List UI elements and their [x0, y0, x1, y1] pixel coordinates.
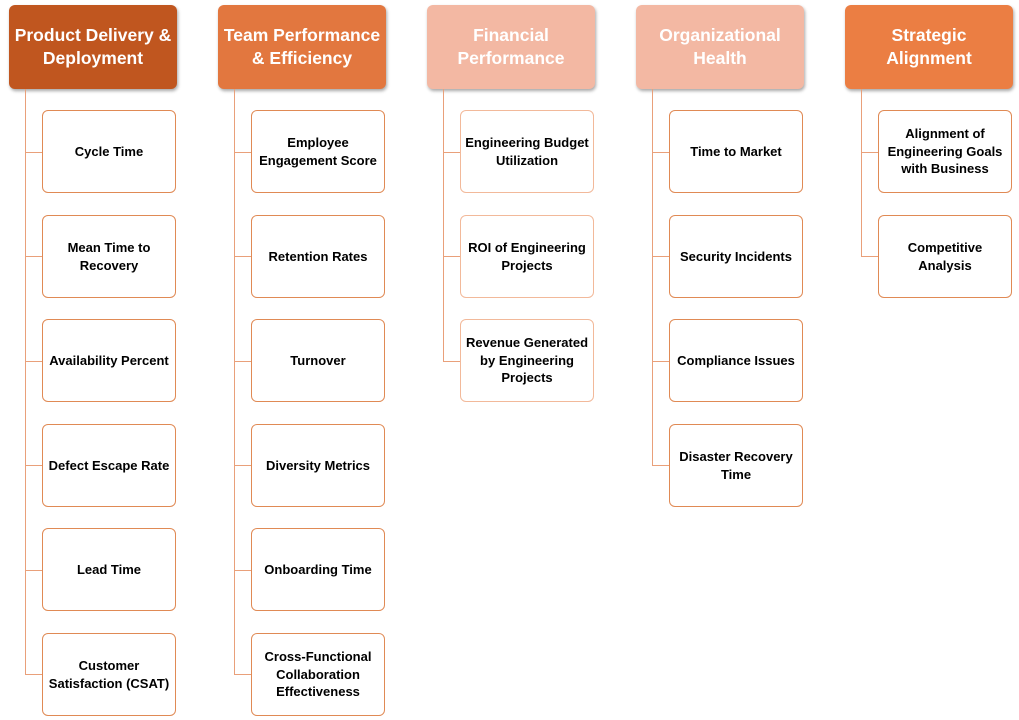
metric-label: Onboarding Time	[264, 561, 372, 577]
column-header-team-performance-efficiency: Team Performance & Efficiency	[218, 5, 386, 89]
connector-branch	[25, 674, 42, 675]
connector-branch	[443, 152, 460, 153]
connector-trunk	[443, 89, 444, 361]
metric-node-cycle-time: Cycle Time	[42, 110, 176, 193]
metric-label: Cross-Functional Collaboration Effective…	[264, 649, 372, 700]
metric-label: Engineering Budget Utilization	[465, 135, 589, 168]
connector-trunk	[25, 89, 26, 674]
connector-branch	[861, 152, 878, 153]
connector-trunk	[861, 89, 862, 256]
metric-node-cross-functional-collaboration-effectiveness: Cross-Functional Collaboration Effective…	[251, 633, 385, 716]
metric-node-revenue-generated-by-engineering-projects: Revenue Generated by Engineering Project…	[460, 319, 594, 402]
metric-label: Compliance Issues	[677, 352, 795, 368]
metric-node-turnover: Turnover	[251, 319, 385, 402]
metric-node-time-to-market: Time to Market	[669, 110, 803, 193]
column-header-label: Financial Performance	[457, 25, 565, 68]
connector-branch	[652, 152, 669, 153]
column-header-label: Organizational Health	[659, 25, 781, 68]
connector-branch	[861, 256, 878, 257]
metric-node-diversity-metrics: Diversity Metrics	[251, 424, 385, 507]
metric-node-competitive-analysis: Competitive Analysis	[878, 215, 1012, 298]
metric-label: Security Incidents	[680, 248, 792, 264]
metric-node-disaster-recovery-time: Disaster Recovery Time	[669, 424, 803, 507]
column-header-financial-performance: Financial Performance	[427, 5, 595, 89]
metric-label: Alignment of Engineering Goals with Busi…	[887, 126, 1003, 177]
connector-branch	[234, 361, 251, 362]
metric-label: Revenue Generated by Engineering Project…	[465, 335, 589, 386]
metric-label: Customer Satisfaction (CSAT)	[48, 658, 170, 691]
connector-branch	[234, 152, 251, 153]
metric-label: Mean Time to Recovery	[67, 240, 151, 273]
metric-label: Cycle Time	[74, 143, 144, 159]
metric-node-compliance-issues: Compliance Issues	[669, 319, 803, 402]
connector-branch	[234, 570, 251, 571]
connector-branch	[234, 674, 251, 675]
column-header-label: Strategic Alignment	[886, 25, 972, 68]
metric-node-defect-escape-rate: Defect Escape Rate	[42, 424, 176, 507]
metric-node-mean-time-to-recovery: Mean Time to Recovery	[42, 215, 176, 298]
metric-node-roi-of-engineering-projects: ROI of Engineering Projects	[460, 215, 594, 298]
metric-node-lead-time: Lead Time	[42, 528, 176, 611]
metric-label: Lead Time	[76, 561, 142, 577]
metric-node-security-incidents: Security Incidents	[669, 215, 803, 298]
connector-branch	[234, 465, 251, 466]
connector-branch	[652, 465, 669, 466]
metric-node-retention-rates: Retention Rates	[251, 215, 385, 298]
metric-label: ROI of Engineering Projects	[468, 240, 586, 273]
metric-node-onboarding-time: Onboarding Time	[251, 528, 385, 611]
connector-branch	[25, 570, 42, 571]
metric-label: Time to Market	[690, 143, 782, 159]
metric-label: Defect Escape Rate	[48, 457, 170, 473]
metric-node-availability-percent: Availability Percent	[42, 319, 176, 402]
column-header-product-delivery-deployment: Product Delivery & Deployment	[9, 5, 177, 89]
connector-trunk	[652, 89, 653, 465]
column-header-label: Product Delivery & Deployment	[14, 25, 172, 68]
connector-branch	[25, 361, 42, 362]
column-header-organizational-health: Organizational Health	[636, 5, 804, 89]
metric-label: Disaster Recovery Time	[679, 449, 793, 482]
connector-branch	[25, 152, 42, 153]
connector-trunk	[234, 89, 235, 674]
connector-branch	[443, 256, 460, 257]
metric-node-employee-engagement-score: Employee Engagement Score	[251, 110, 385, 193]
connector-branch	[443, 361, 460, 362]
column-header-strategic-alignment: Strategic Alignment	[845, 5, 1013, 89]
column-header-label: Team Performance & Efficiency	[223, 25, 381, 68]
metric-label: Competitive Analysis	[907, 240, 983, 273]
connector-branch	[25, 465, 42, 466]
metric-label: Turnover	[290, 352, 346, 368]
connector-branch	[25, 256, 42, 257]
metric-node-alignment-of-engineering-goals-with-business: Alignment of Engineering Goals with Busi…	[878, 110, 1012, 193]
metric-node-customer-satisfaction-csat: Customer Satisfaction (CSAT)	[42, 633, 176, 716]
metric-label: Diversity Metrics	[265, 457, 371, 473]
metric-label: Retention Rates	[268, 248, 368, 264]
metric-node-engineering-budget-utilization: Engineering Budget Utilization	[460, 110, 594, 193]
connector-branch	[652, 361, 669, 362]
metric-label: Availability Percent	[49, 352, 169, 368]
connector-branch	[652, 256, 669, 257]
metric-label: Employee Engagement Score	[259, 135, 377, 168]
connector-branch	[234, 256, 251, 257]
